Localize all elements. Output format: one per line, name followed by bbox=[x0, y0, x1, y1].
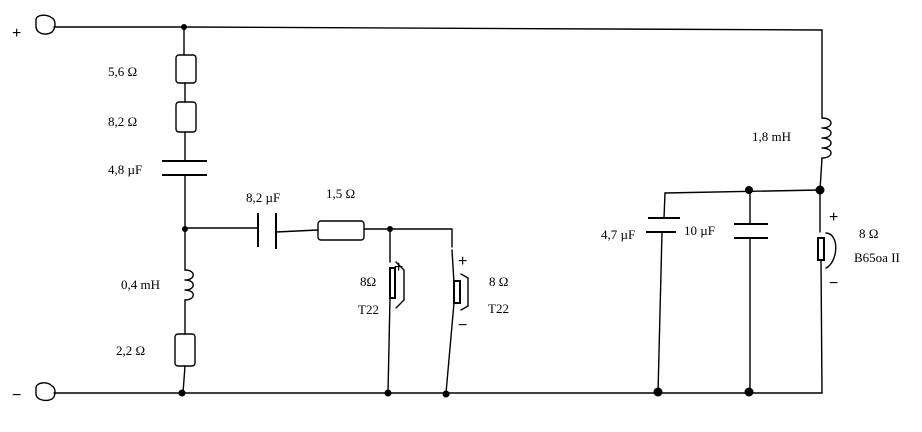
label-c1: 4,8 µF bbox=[108, 162, 142, 177]
label-c4: 10 µF bbox=[684, 223, 715, 238]
label-l1: 0,4 mH bbox=[121, 277, 160, 292]
resistor-2-2 bbox=[174, 333, 196, 367]
woofer-plus: + bbox=[829, 209, 838, 226]
label-tw2-type: T22 bbox=[488, 301, 509, 316]
positive-terminal: + bbox=[12, 14, 56, 42]
label-r4: 2,2 Ω bbox=[116, 343, 145, 358]
resistor-5-6 bbox=[175, 54, 197, 84]
top-rail-wire bbox=[53, 26, 823, 31]
tweeter-2-speaker bbox=[453, 273, 469, 311]
capacitor-10 bbox=[734, 223, 768, 239]
resistor-1-5 bbox=[317, 220, 365, 241]
plus-sign: + bbox=[12, 25, 21, 42]
capacitor-8-2 bbox=[257, 213, 277, 249]
capacitor-4-7 bbox=[646, 217, 680, 233]
tweeter-1-speaker bbox=[389, 261, 405, 309]
label-r2: 8,2 Ω bbox=[108, 114, 137, 129]
minus-sign: − bbox=[12, 387, 21, 404]
label-tw1-type: T22 bbox=[358, 302, 379, 317]
inductor-0-4 bbox=[184, 269, 194, 301]
tweeter-2-minus: − bbox=[458, 317, 467, 334]
capacitor-4-8 bbox=[162, 160, 207, 176]
label-r3: 1,5 Ω bbox=[326, 186, 355, 201]
label-r1: 5,6 Ω bbox=[108, 64, 137, 79]
inductor-1-8 bbox=[821, 117, 832, 159]
label-woofer-type: B65oa II bbox=[854, 250, 900, 265]
label-tw1-imp: 8Ω bbox=[360, 274, 376, 289]
label-l2: 1,8 mH bbox=[752, 129, 791, 144]
label-tw2-imp: 8 Ω bbox=[489, 274, 508, 289]
resistor-8-2 bbox=[175, 101, 197, 133]
label-woofer-imp: 8 Ω bbox=[859, 226, 878, 241]
tweeter-2-plus: + bbox=[458, 253, 467, 270]
label-c2: 8,2 µF bbox=[246, 190, 280, 205]
label-c3: 4,7 µF bbox=[601, 227, 635, 242]
junction-dots bbox=[178, 24, 825, 398]
negative-terminal: − bbox=[12, 382, 56, 404]
tweeter-1-plus: + bbox=[394, 259, 403, 276]
woofer-minus: − bbox=[829, 275, 838, 292]
